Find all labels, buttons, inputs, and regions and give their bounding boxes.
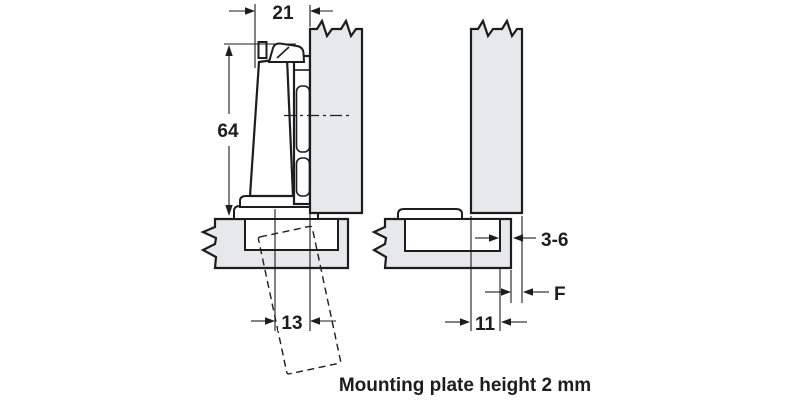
dimension-F: F — [485, 284, 566, 305]
dimension-11: 11 — [445, 314, 527, 335]
cabinet-recess-right — [404, 218, 501, 252]
hinge-arm — [248, 56, 295, 198]
door-panel-right — [469, 18, 524, 215]
left-drawing: 21 64 13 — [200, 3, 364, 375]
dimension-64: 64 — [217, 43, 296, 216]
dimension-3-6: 3-6 — [475, 230, 568, 251]
figure-caption: Mounting plate height 2 mm — [339, 375, 591, 396]
dim-3-6-label: 3-6 — [541, 230, 568, 251]
dim-11-label: 11 — [475, 314, 496, 335]
dimension-21: 21 — [229, 3, 333, 68]
cabinet-recess — [244, 218, 339, 251]
dim-F-label: F — [554, 284, 566, 305]
hinge-knuckle — [267, 42, 306, 63]
dim-13-label: 13 — [281, 313, 302, 334]
door-panel — [308, 18, 364, 215]
right-drawing: 3-6 F 11 — [371, 18, 568, 335]
dimension-13: 13 — [251, 209, 336, 334]
dim-64-label: 64 — [217, 121, 239, 142]
hinge-pin — [257, 41, 268, 59]
hinge-knuckle-line — [276, 46, 290, 59]
mounting-plate-right — [397, 208, 463, 220]
dim-21-label: 21 — [272, 3, 294, 24]
door-open-dashed-outline — [257, 225, 342, 375]
